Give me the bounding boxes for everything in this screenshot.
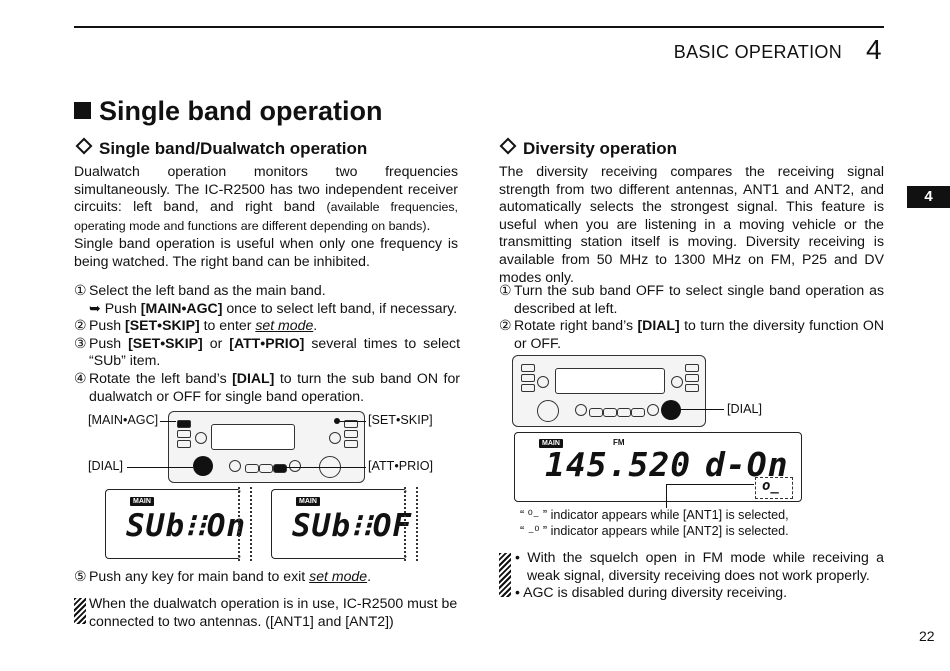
label-att-prio: [ATT•PRIO] — [368, 459, 434, 473]
left-note: When the dualwatch operation is in use, … — [89, 595, 458, 629]
label-main-agc: [MAIN•AGC] — [88, 413, 159, 427]
indicator-ant1: “ ⁰₋ ” indicator appears while [ANT1] is… — [520, 508, 789, 522]
right-notes: • With the squelch open in FM mode while… — [515, 549, 884, 601]
running-title: BASIC OPERATION — [673, 42, 842, 62]
label-dial: [DIAL] — [88, 459, 123, 473]
right-intro: The diversity receiving compares the rec… — [499, 163, 884, 285]
dial-knob-right — [661, 400, 681, 420]
label-set-skip: [SET•SKIP] — [368, 413, 433, 427]
chapter-number: 4 — [866, 34, 882, 65]
indicator-ant2: “ ₋⁰ ” indicator appears while [ANT2] is… — [520, 524, 789, 538]
lcd-sub-off: MAIN SUb⁝⁝OF — [271, 489, 411, 559]
square-bullet-icon — [74, 102, 91, 119]
header-rule — [74, 26, 884, 28]
section-title: Single band operation — [74, 96, 383, 127]
diamond-icon — [499, 137, 517, 155]
page-number: 22 — [919, 628, 935, 644]
radio-display — [211, 424, 295, 450]
dial-knob-left — [193, 456, 213, 476]
att-prio-key — [273, 464, 287, 473]
left-intro: Dualwatch operation monitors two frequen… — [74, 163, 458, 269]
antenna-indicator: o̲ — [755, 477, 793, 499]
radio-display — [555, 368, 665, 394]
radio-front-panel-left — [168, 411, 365, 483]
note-icon — [499, 553, 511, 597]
diamond-icon — [75, 137, 93, 155]
side-tab: 4 — [907, 186, 950, 208]
lcd-sub-on: MAIN SUb⁝⁝On — [105, 489, 245, 559]
label-dial-right: [DIAL] — [727, 402, 762, 416]
lcd-diversity: MAIN FM 145.520 d-On o̲ — [514, 432, 802, 502]
radio-front-panel-right — [512, 355, 706, 427]
main-agc-key — [177, 420, 191, 428]
note-icon — [74, 598, 86, 624]
right-subtitle: Diversity operation — [498, 137, 677, 159]
left-subtitle: Single band/Dualwatch operation — [74, 137, 367, 159]
step-1-sub: ➥ Push [MAIN•AGC] once to select left ba… — [89, 299, 458, 316]
